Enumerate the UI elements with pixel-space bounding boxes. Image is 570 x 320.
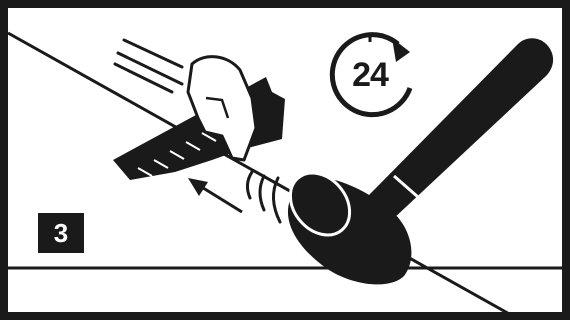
rubber-mallet-icon [278,38,553,284]
motion-arrow-icon [188,178,242,212]
step-number-badge: 3 [38,213,84,253]
impact-lines-icon [247,172,280,222]
floor-lines [8,33,562,320]
timer-label: 24 [332,50,408,100]
speed-lines-icon [115,40,182,92]
